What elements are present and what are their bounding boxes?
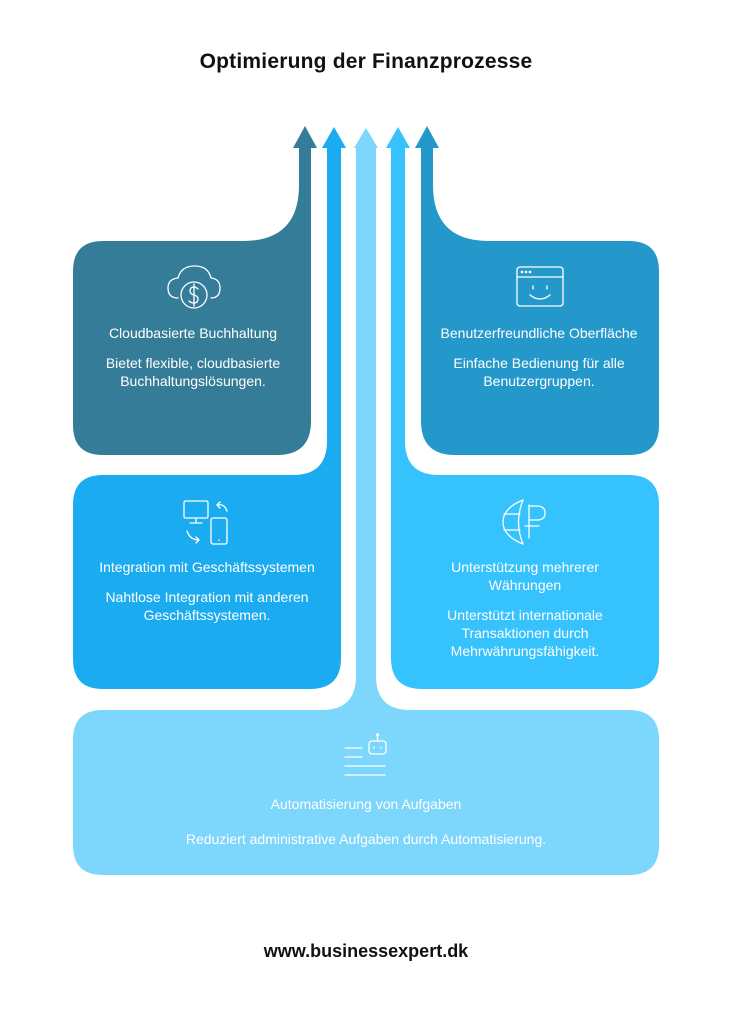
- cloud-card-description: Bietet flexible, cloudbasierte Buchhaltu…: [105, 355, 281, 389]
- arrow-head-center: [354, 128, 378, 148]
- ui-card-heading: Benutzerfreundliche Oberfläche: [440, 325, 638, 341]
- currency-card-description: Unterstützt internationale Transaktionen…: [447, 607, 603, 659]
- ui-block: [421, 148, 659, 455]
- automation-card-description: Reduziert administrative Aufgaben durch …: [185, 831, 547, 847]
- integration-block: [73, 148, 341, 689]
- ui-card-description: Einfache Bedienung für alle Benutzergrup…: [453, 355, 625, 389]
- ui-card: Benutzerfreundliche Oberfläche Einfache …: [439, 324, 639, 390]
- currency-card-heading: Unterstützung mehrerer Währungen: [451, 559, 599, 593]
- robot-list-icon: [344, 733, 387, 776]
- cloud-card: Cloudbasierte Buchhaltung Bietet flexibl…: [93, 324, 293, 390]
- currency-card: Unterstützung mehrerer Währungen Unterst…: [416, 558, 634, 660]
- cloud-block: [73, 148, 311, 455]
- page-title: Optimierung der Finanzprozesse: [199, 50, 533, 73]
- footer-url: www.businessexpert.dk: [263, 941, 469, 961]
- integration-card-description: Nahtlose Integration mit anderen Geschäf…: [105, 589, 309, 623]
- integration-card-heading: Integration mit Geschäftssystemen: [99, 559, 315, 575]
- automation-block: [73, 148, 659, 875]
- globe-currency-icon: [502, 499, 546, 545]
- arrow-head-right-inner: [386, 127, 410, 148]
- currency-block: [391, 148, 659, 689]
- arrow-head-right-outer: [415, 126, 439, 148]
- automation-card-heading: Automatisierung von Aufgaben: [270, 796, 462, 812]
- integration-card: Integration mit Geschäftssystemen Nahtlo…: [98, 558, 316, 624]
- arrow-head-left-inner: [322, 127, 346, 148]
- arrow-head-left-outer: [293, 126, 317, 148]
- cloud-card-heading: Cloudbasierte Buchhaltung: [108, 325, 278, 341]
- smiley-window-icon: [516, 266, 564, 307]
- automation-card: Automatisierung von Aufgaben Reduziert a…: [96, 795, 636, 848]
- devices-sync-icon: [183, 500, 228, 545]
- cloud-dollar-icon: [167, 265, 221, 309]
